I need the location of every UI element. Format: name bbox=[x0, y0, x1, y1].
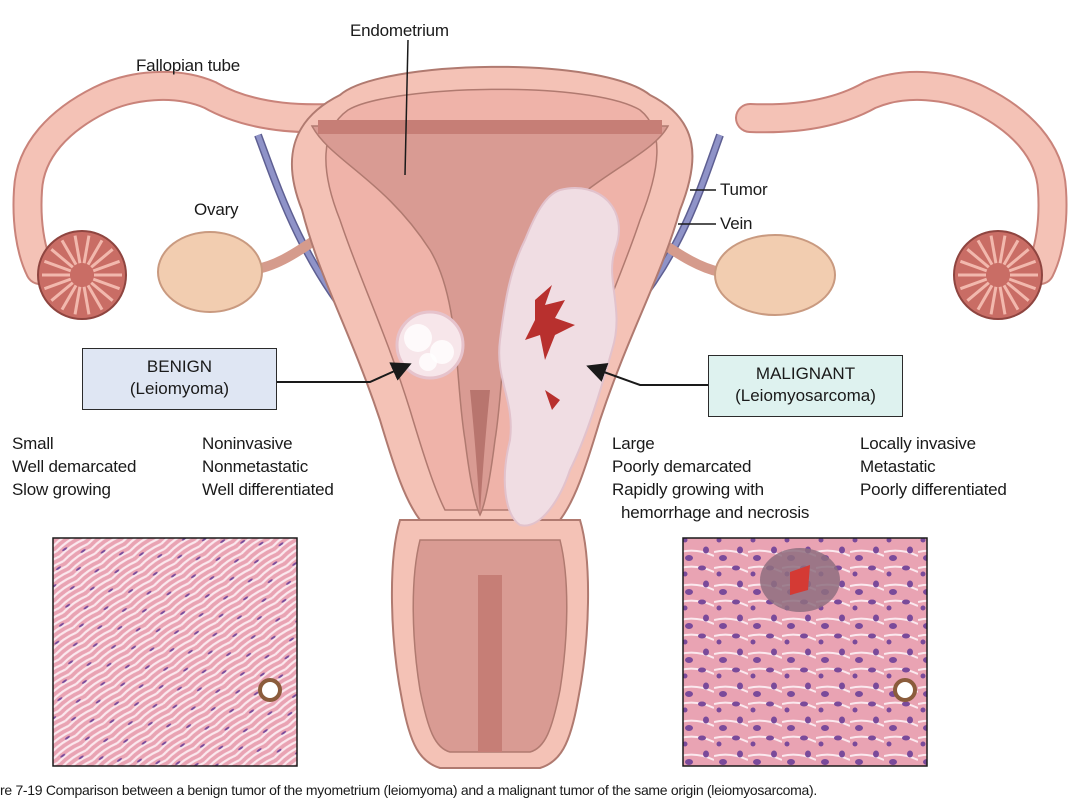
fimbria-strand bbox=[1008, 259, 1037, 273]
fimbria-strand bbox=[86, 284, 104, 311]
fimbria-strand bbox=[998, 235, 1007, 264]
feature-item: Poorly differentiated bbox=[860, 480, 1007, 499]
benign-vessel bbox=[258, 678, 282, 702]
fimbria-strand bbox=[73, 286, 82, 315]
right-fimbriae bbox=[953, 230, 1043, 320]
fimbria-strand bbox=[86, 239, 104, 266]
fimbria-strand bbox=[92, 259, 121, 273]
left-ovary bbox=[157, 231, 318, 313]
fimbria-strand bbox=[966, 281, 990, 302]
malignant-arrow bbox=[586, 363, 708, 386]
malignant-features-right: Locally invasive Metastatic Poorly diffe… bbox=[860, 432, 1007, 501]
fimbria-strand bbox=[50, 248, 74, 269]
fimbria-strand bbox=[1002, 239, 1020, 266]
fimbria-strand bbox=[1006, 248, 1030, 269]
fimbria-strand bbox=[966, 248, 990, 269]
feature-item: Slow growing bbox=[12, 480, 111, 499]
right-fallopian-tube bbox=[735, 71, 1068, 285]
feature-item: Small bbox=[12, 434, 54, 453]
fimbria-strand bbox=[90, 248, 114, 269]
feature-item: Large bbox=[612, 434, 655, 453]
fimbria-strand bbox=[73, 235, 82, 264]
malignant-vessel bbox=[893, 678, 917, 702]
benign-title: BENIGN bbox=[146, 357, 213, 376]
fimbria-strand bbox=[976, 284, 994, 311]
fimbria-strand bbox=[60, 239, 78, 266]
figure-caption: re 7-19 Comparison between a benign tumo… bbox=[0, 782, 817, 798]
endometrium-label: Endometrium bbox=[350, 21, 449, 40]
fimbria-strand bbox=[989, 286, 998, 315]
fimbria-strand bbox=[976, 239, 994, 266]
cervix bbox=[390, 519, 590, 769]
malignant-tumor bbox=[498, 187, 620, 527]
benign-features-right: Noninvasive Nonmetastatic Well different… bbox=[202, 432, 334, 501]
benign-arrow bbox=[276, 362, 412, 383]
fimbria-strand bbox=[1002, 284, 1020, 311]
fimbria-strand bbox=[998, 286, 1007, 315]
fimbria-strand bbox=[989, 235, 998, 264]
right-ovary bbox=[662, 234, 836, 316]
feature-item: Rapidly growing with bbox=[612, 480, 764, 499]
malignant-features-left: Large Poorly demarcated Rapidly growing … bbox=[612, 432, 809, 524]
fimbria-strand bbox=[1006, 281, 1030, 302]
fimbria-strand bbox=[1008, 277, 1037, 291]
fimbria-strand bbox=[82, 235, 91, 264]
benign-subtitle: (Leiomyoma) bbox=[129, 379, 230, 398]
feature-item: Nonmetastatic bbox=[202, 457, 309, 476]
fimbria-strand bbox=[959, 259, 988, 273]
fimbria-strand bbox=[92, 277, 121, 291]
fimbria-strand bbox=[60, 284, 78, 311]
vein-label: Vein bbox=[720, 214, 753, 233]
feature-item: hemorrhage and necrosis bbox=[612, 503, 810, 522]
fimbria-strand bbox=[43, 259, 72, 273]
benign-box: BENIGN (Leiomyoma) bbox=[82, 348, 277, 410]
benign-tumor bbox=[395, 310, 465, 380]
fimbria-strand bbox=[90, 281, 114, 302]
malignant-hemorrhage bbox=[790, 565, 810, 595]
left-fimbriae bbox=[37, 230, 127, 320]
endometrium-leader bbox=[404, 39, 409, 176]
fallopian-tube-label: Fallopian tube bbox=[136, 56, 240, 75]
malignant-subtitle: (Leiomyosarcoma) bbox=[735, 386, 876, 405]
benign-histology-panel bbox=[52, 537, 298, 767]
feature-item: Well demarcated bbox=[12, 457, 137, 476]
ovary-label: Ovary bbox=[194, 200, 239, 219]
left-fallopian-tube bbox=[12, 71, 345, 285]
feature-item: Poorly demarcated bbox=[612, 457, 752, 476]
feature-item: Noninvasive bbox=[202, 434, 293, 453]
fimbria-strand bbox=[82, 286, 91, 315]
fimbria-strand bbox=[959, 277, 988, 291]
fimbria-strand bbox=[43, 277, 72, 291]
malignant-box: MALIGNANT (Leiomyosarcoma) bbox=[708, 355, 903, 417]
feature-item: Locally invasive bbox=[860, 434, 976, 453]
benign-features-left: Small Well demarcated Slow growing bbox=[12, 432, 136, 501]
fimbria-strand bbox=[50, 281, 74, 302]
tumor-label: Tumor bbox=[720, 180, 768, 199]
feature-item: Metastatic bbox=[860, 457, 936, 476]
feature-item: Well differentiated bbox=[202, 480, 334, 499]
malignant-title: MALIGNANT bbox=[755, 364, 856, 383]
